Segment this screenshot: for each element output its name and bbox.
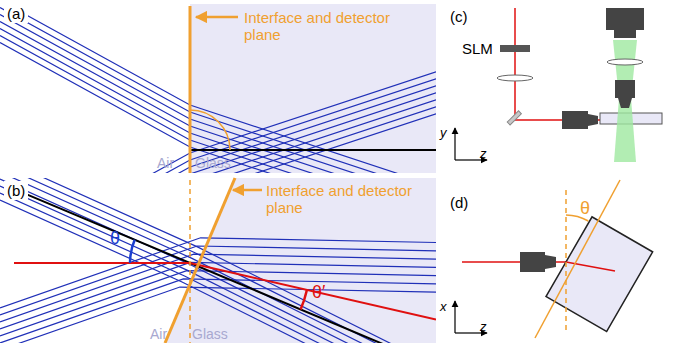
sample-cell bbox=[546, 217, 653, 332]
light-ray bbox=[0, 72, 436, 173]
light-ray bbox=[0, 8, 436, 174]
glass-region bbox=[165, 178, 436, 343]
light-ray bbox=[0, 4, 436, 173]
panel-label: Air bbox=[150, 326, 167, 343]
panel-label: (b) bbox=[4, 181, 28, 200]
lens bbox=[607, 59, 643, 65]
objective bbox=[520, 252, 556, 272]
light-ray bbox=[0, 107, 436, 173]
light-ray bbox=[0, 279, 436, 343]
red-beam bbox=[190, 263, 436, 320]
interface-line bbox=[189, 6, 192, 173]
light-ray bbox=[0, 287, 436, 343]
lens bbox=[497, 75, 533, 81]
annotation: Interface and detector plane bbox=[266, 182, 436, 216]
mirror bbox=[507, 111, 521, 125]
vertical-reference bbox=[565, 190, 567, 330]
light-ray bbox=[0, 36, 436, 174]
objective bbox=[562, 111, 598, 129]
panel-label: Air bbox=[157, 155, 174, 172]
panel-label: SLM bbox=[462, 40, 493, 57]
normal-line bbox=[190, 149, 436, 151]
light-ray bbox=[0, 262, 436, 329]
panel-b bbox=[0, 158, 436, 343]
interface-line bbox=[535, 180, 620, 338]
annotation: Interface and detector plane bbox=[244, 9, 424, 43]
panel-label: Glass bbox=[192, 326, 228, 343]
light-ray bbox=[0, 178, 436, 343]
theta-prime-arc bbox=[301, 290, 307, 310]
camera bbox=[606, 8, 644, 38]
panel-label: y bbox=[440, 124, 447, 141]
panel-c bbox=[455, 8, 662, 162]
light-ray bbox=[0, 43, 436, 174]
panel-label: z bbox=[480, 318, 487, 335]
light-ray bbox=[0, 178, 436, 343]
pointer-arrow bbox=[196, 16, 238, 19]
axis bbox=[454, 128, 455, 160]
panel-label: (a) bbox=[4, 4, 28, 23]
light-ray bbox=[0, 179, 436, 343]
panel-label: Glass bbox=[195, 155, 231, 172]
light-ray bbox=[0, 100, 436, 173]
light-ray bbox=[0, 178, 436, 343]
light-ray bbox=[0, 238, 436, 308]
panel-label: θ′ bbox=[312, 284, 325, 301]
vertical-reference bbox=[189, 180, 191, 343]
panel-d bbox=[455, 180, 653, 338]
interface-line bbox=[165, 178, 235, 343]
panel-label: z bbox=[480, 145, 487, 162]
light-ray bbox=[0, 86, 436, 173]
pointer-arrow bbox=[233, 189, 262, 192]
normal-line bbox=[10, 187, 436, 343]
panel-label: θ bbox=[110, 230, 120, 247]
angle-arc bbox=[190, 110, 230, 150]
objective bbox=[615, 80, 635, 108]
red-beam bbox=[14, 262, 190, 264]
panel-label: x bbox=[440, 298, 447, 315]
light-ray bbox=[0, 22, 436, 174]
laser-beam bbox=[514, 8, 516, 120]
axis bbox=[454, 301, 455, 333]
slm-device bbox=[500, 45, 530, 52]
light-ray bbox=[0, 186, 436, 343]
light-ray bbox=[0, 93, 436, 173]
panel-label: (c) bbox=[450, 8, 468, 25]
panel-label: (d) bbox=[450, 194, 468, 211]
panel-label: θ bbox=[580, 200, 590, 217]
theta-arc bbox=[130, 240, 135, 263]
